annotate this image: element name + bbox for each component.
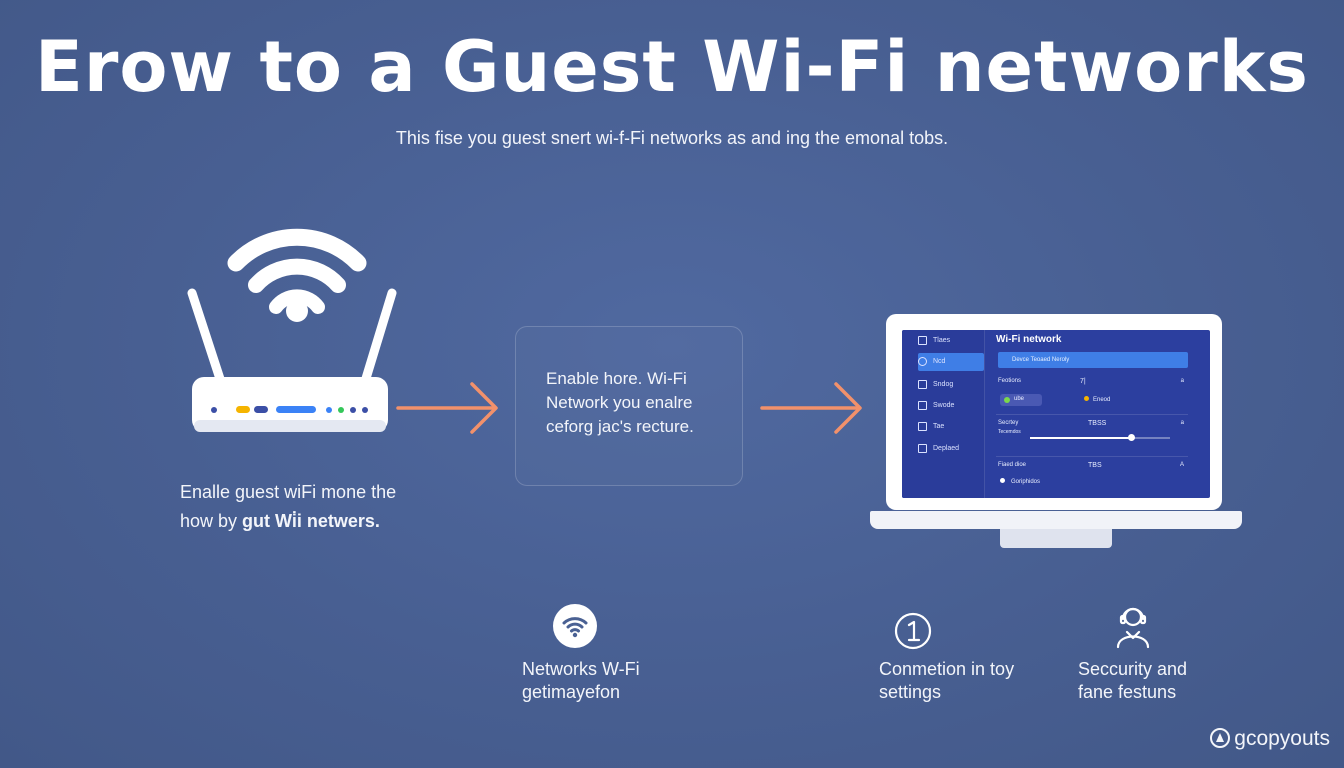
settings-row: Feotions 7| a ube Eneod <box>996 376 1188 415</box>
row-end: A <box>1179 462 1184 468</box>
status-label: Eneod <box>1093 397 1111 403</box>
status-dot-icon <box>1084 396 1089 401</box>
sidebar-item[interactable]: Deplaed <box>918 440 984 458</box>
panel-title: Wi-Fi network <box>996 334 1062 345</box>
radio-option[interactable]: Goriphidos <box>1000 478 1040 485</box>
feature-networks: Networks W-Fi getimayefon <box>522 658 640 704</box>
row-value: TBS <box>1088 462 1102 469</box>
page-title: Erow to a Guest Wi-Fi networks <box>35 26 1309 108</box>
router-caption-line2-bold: gut Wi̇i netwers. <box>242 511 380 531</box>
instruction-line1: Enable hore. Wi-Fi <box>546 369 687 388</box>
feature-line1: Seccurity and <box>1078 659 1188 679</box>
guest-toggle[interactable]: ube <box>1000 394 1042 406</box>
row-label: Secrtey <box>998 420 1019 426</box>
row-label: Feotions <box>998 378 1022 384</box>
feature-line1: Networks W-Fi <box>522 659 640 679</box>
search-input[interactable]: Devce Teoaed Neroly <box>998 352 1188 368</box>
slider-fill <box>1030 437 1131 439</box>
wifi-badge-icon <box>553 604 597 648</box>
laptop-stand <box>1000 529 1112 548</box>
brand-watermark: gcopyouts <box>1210 727 1330 751</box>
settings-icon <box>918 400 927 410</box>
radio-icon <box>1000 478 1005 483</box>
row-label: Fiaed dioe <box>998 462 1027 468</box>
row-sublabel: Tecemdos <box>998 429 1021 435</box>
arrow-right-icon <box>760 382 862 434</box>
feature-connection: Conmetion in toy settings <box>879 658 1014 704</box>
menu-icon <box>918 335 927 345</box>
row-end: a <box>1180 420 1184 426</box>
sidebar-item[interactable]: Sndog <box>918 376 984 394</box>
devices-icon <box>918 443 927 453</box>
feature-line2: settings <box>879 682 942 702</box>
feature-line2: fane festuns <box>1078 682 1177 702</box>
sidebar-item-label: Deplaed <box>933 445 960 452</box>
settings-row: Secrtey Tecemdos TBSS a <box>996 418 1188 457</box>
row-value: 7| <box>1080 378 1086 385</box>
router-icon <box>187 228 397 432</box>
status-text: Eneod <box>1084 396 1110 403</box>
row-value: TBSS <box>1088 420 1107 427</box>
toggle-label: ube <box>1014 396 1025 402</box>
row-end: a <box>1180 378 1184 384</box>
sidebar-item[interactable]: Tae <box>918 418 984 436</box>
router-caption: Enalle guest wiFi mone the how by gut Wi… <box>180 478 480 536</box>
sidebar-item[interactable]: Tlaes <box>918 332 984 350</box>
sidebar-item-label: Swode <box>933 402 955 409</box>
network-icon <box>918 356 927 366</box>
sidebar-item-label: Ncd <box>933 358 946 365</box>
instruction-line3: ceforg jac's recture. <box>546 417 694 436</box>
feature-security: Seccurity and fane festuns <box>1078 658 1187 704</box>
instruction-card <box>515 326 743 486</box>
number-one-icon <box>894 612 932 650</box>
feature-line1: Conmetion in toy <box>879 659 1015 679</box>
sidebar-item-label: Tae <box>933 423 945 430</box>
router-settings-panel: Tlaes Ncd Sndog Swode Tae Deplaed Wi-Fi … <box>902 330 1210 498</box>
feature-line2: getimayefon <box>522 682 621 702</box>
laptop-base <box>870 511 1242 529</box>
sidebar-item-active[interactable]: Ncd <box>918 353 984 371</box>
sidebar-item[interactable]: Swode <box>918 397 984 415</box>
brand-logo-icon <box>1210 728 1231 748</box>
settings-sidebar: Tlaes Ncd Sndog Swode Tae Deplaed <box>902 330 985 498</box>
arrow-right-icon <box>396 382 498 434</box>
folder-icon <box>918 421 927 431</box>
router-caption-line1: Enalle guest wiFi mone the <box>180 482 397 502</box>
sidebar-item-label: Sndog <box>933 381 954 388</box>
instruction-text: Enable hore. Wi-Fi Network you enalre ce… <box>546 367 736 439</box>
security-slider[interactable] <box>1030 434 1170 441</box>
brand-text: gcopyouts <box>1234 727 1330 750</box>
sidebar-item-label: Tlaes <box>933 337 951 344</box>
router-caption-line2-text: how by <box>180 511 243 531</box>
wifi-signal-icon <box>227 228 367 314</box>
page-subtitle: This fise you guest snert wi-f-Fi networ… <box>395 128 949 148</box>
router-caption-line2: how by gut Wi̇i netwers. <box>180 507 480 536</box>
slider-handle[interactable] <box>1128 434 1135 441</box>
toggle-dot <box>1004 397 1010 403</box>
user-icon <box>918 379 927 389</box>
radio-label: Goriphidos <box>1011 479 1041 485</box>
settings-row: Fiaed dioe TBS A Goriphidos <box>996 460 1188 498</box>
instruction-line2: Network you enalre <box>546 393 693 412</box>
user-headset-icon <box>1116 607 1150 649</box>
